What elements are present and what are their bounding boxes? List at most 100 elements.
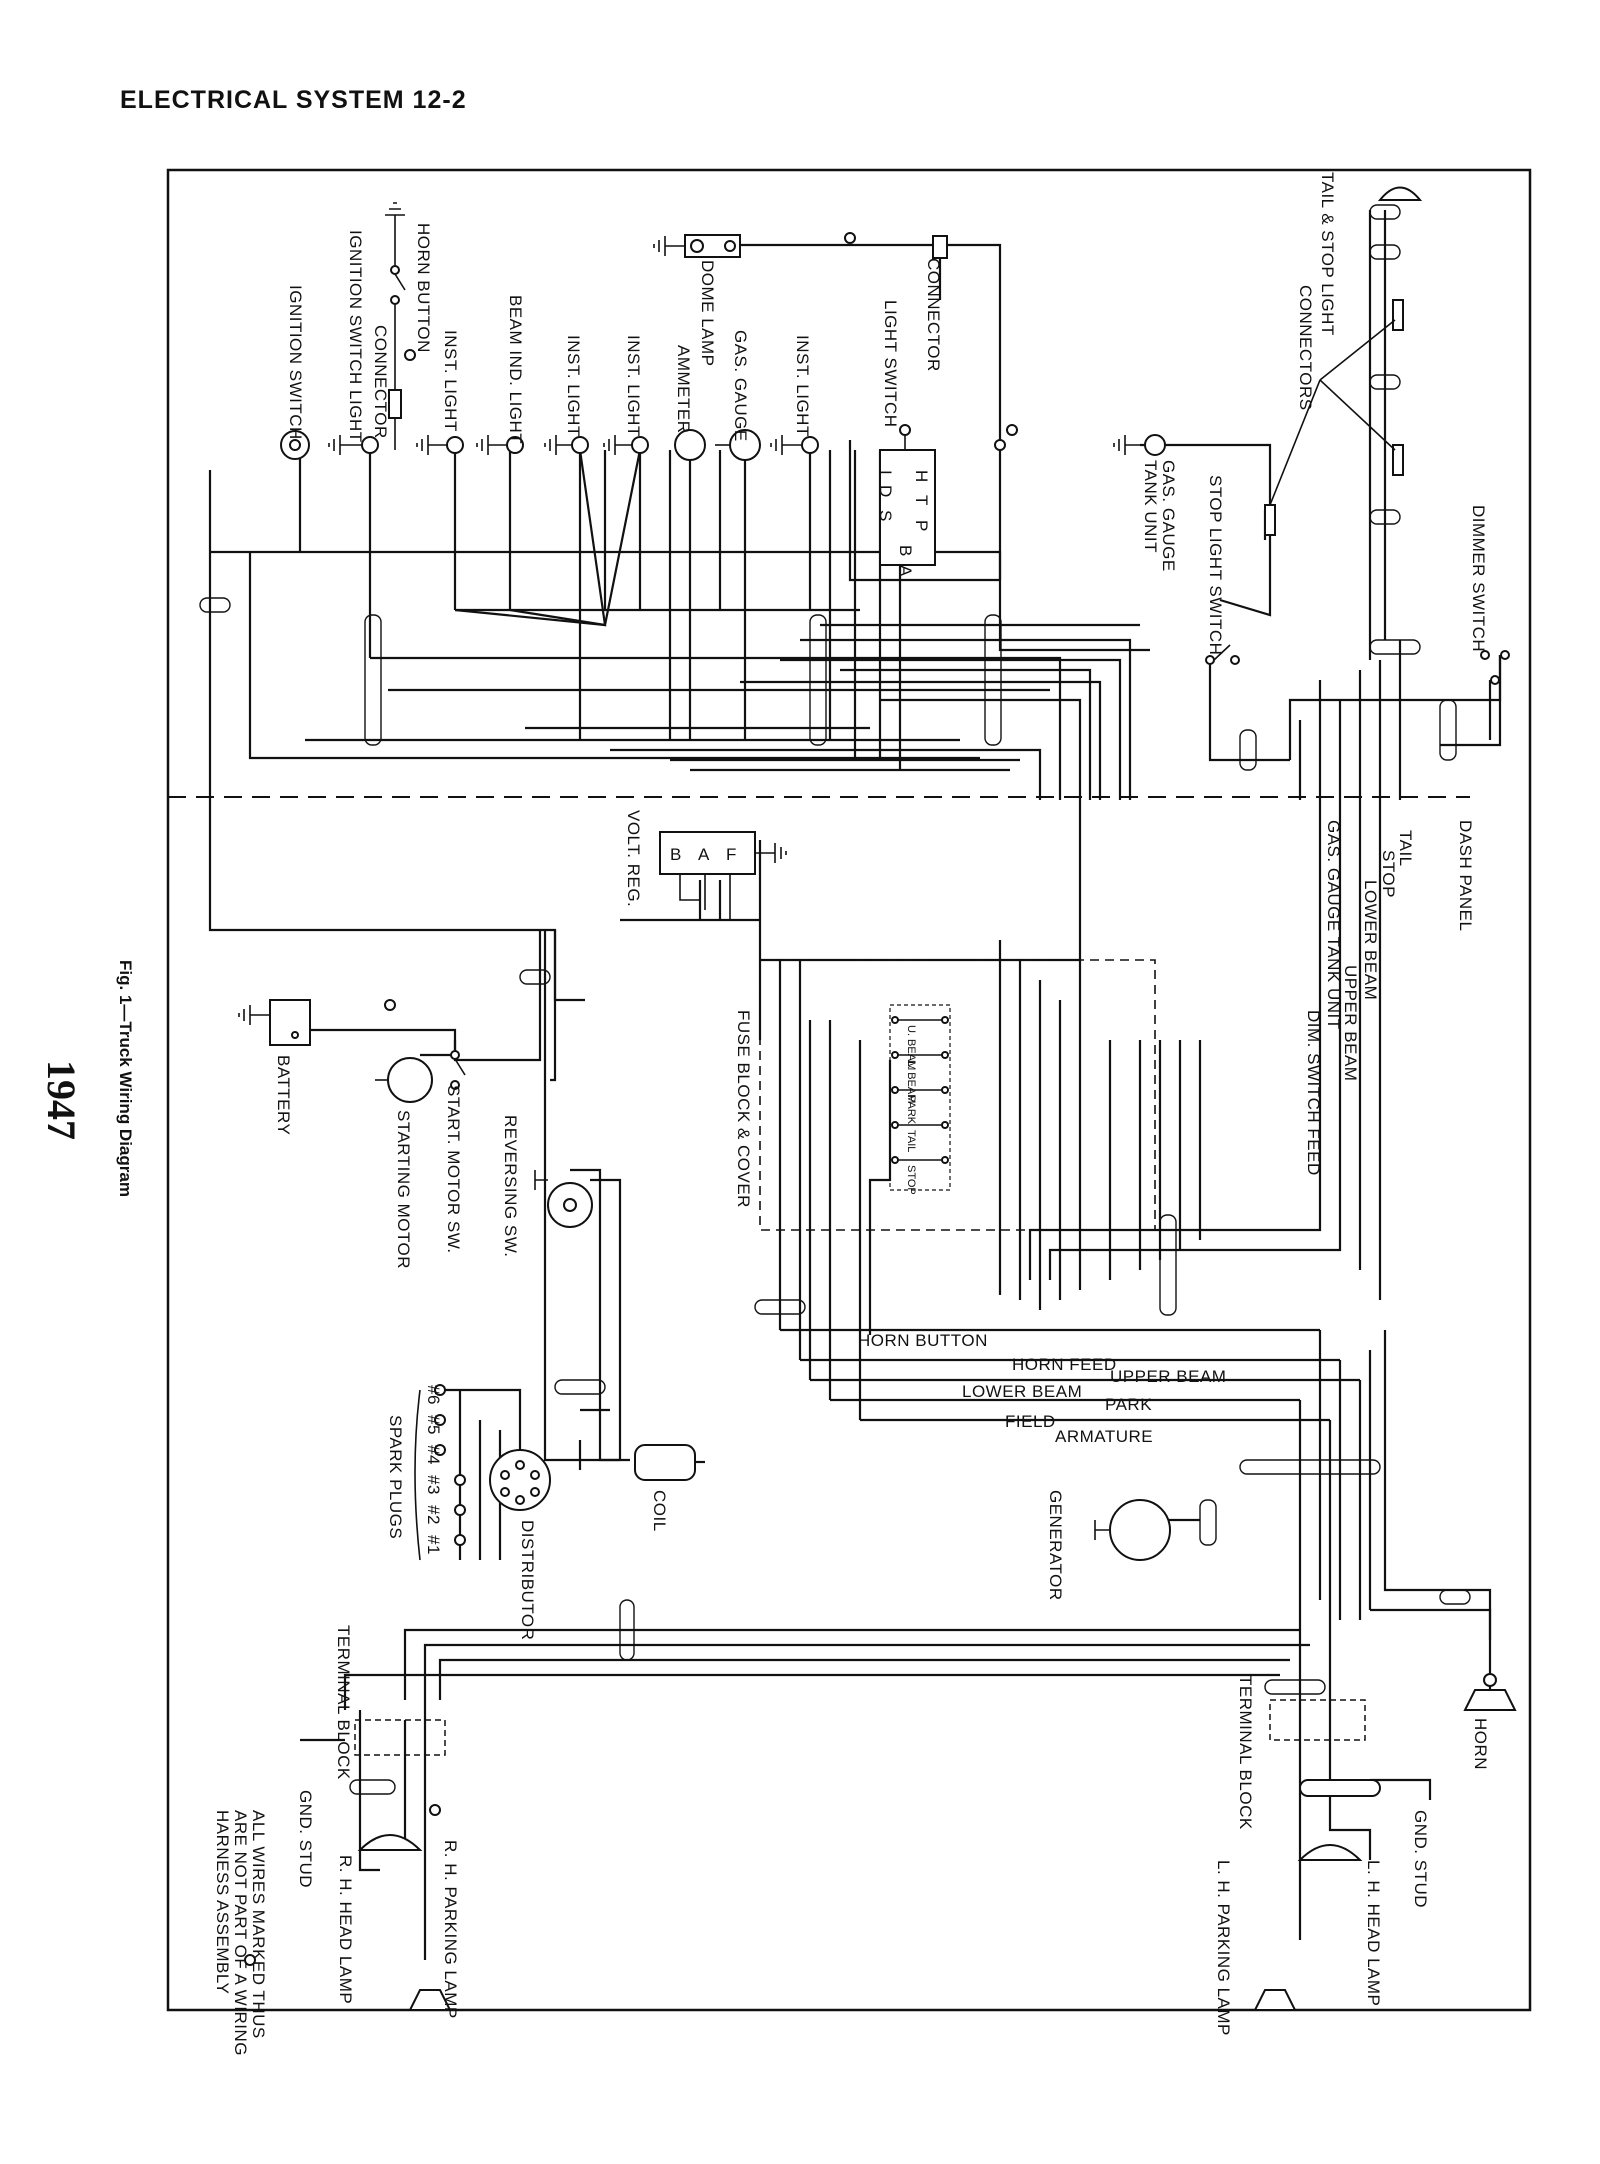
harness-wraps <box>199 204 1471 1795</box>
spark-plug-numbers: #6 #5 #4 #3 #2 #1 <box>424 1385 443 1555</box>
label-coil: COIL <box>650 1490 669 1532</box>
label-gas-gauge: GAS. GAUGE <box>731 330 750 442</box>
marked-wire-symbols <box>244 232 1018 1966</box>
label-connector-top: CONNECTOR <box>371 325 390 439</box>
spark-plug-2: #2 <box>424 1505 443 1525</box>
label-field: FIELD <box>1005 1412 1056 1431</box>
fuse-label-l-beam: L. BEAM <box>905 1060 917 1103</box>
label-terminal-block-right: TERMINAL BLOCK <box>1236 1675 1255 1830</box>
label-gas-gauge-tank-2: TANK UNIT <box>1141 460 1160 553</box>
spark-plug-3: #3 <box>424 1475 443 1495</box>
label-gnd-stud-right: GND. STUD <box>1411 1810 1430 1908</box>
label-ammeter: AMMETER <box>674 345 693 434</box>
label-battery: BATTERY <box>274 1055 293 1135</box>
distributor-symbol <box>489 1449 551 1511</box>
label-terminal-block-left: TERMINAL BLOCK <box>334 1625 353 1780</box>
label-fuse-block: FUSE BLOCK & COVER <box>734 1010 753 1208</box>
spark-plugs-symbol <box>414 1384 466 1561</box>
label-spark-plugs: SPARK PLUGS <box>386 1415 405 1539</box>
volt-reg-terminals: B A F <box>670 845 737 864</box>
label-stop: STOP <box>1379 850 1398 898</box>
label-ignition-switch: IGNITION SWITCH <box>286 285 305 440</box>
fuse-block-cover <box>759 959 1156 1231</box>
fuse-label-park: PARK <box>905 1095 917 1125</box>
label-gnd-stud-left: GND. STUD <box>296 1790 315 1888</box>
label-gas-gauge-tank-1: GAS. GAUGE <box>1159 460 1178 572</box>
label-rh-parking-lamp: R. H. PARKING LAMP <box>441 1840 460 2019</box>
fuse-label-u-beam: U. BEAM <box>905 1025 917 1070</box>
horn-button-symbol <box>385 202 406 450</box>
instrument-symbols <box>280 429 1166 461</box>
volt-reg-symbol <box>659 831 787 920</box>
fuse-label-tail: TAIL <box>905 1130 917 1152</box>
light-switch-symbol <box>879 424 936 566</box>
fuse-block-symbol <box>889 1004 951 1191</box>
label-lh-head-lamp: L. H. HEAD LAMP <box>1364 1860 1383 2006</box>
generator-symbol <box>1094 1499 1171 1561</box>
label-volt-reg: VOLT. REG. <box>624 810 643 907</box>
lh-head-lamp-symbol <box>1253 1779 1381 2011</box>
label-note-3: HARNESS ASSEMBLY <box>213 1810 232 1994</box>
label-dash-panel: DASH PANEL <box>1456 820 1475 931</box>
label-distributor: DISTRIBUTOR <box>518 1520 537 1640</box>
spark-plug-4: #4 <box>424 1445 443 1465</box>
rotated-labels: TAIL & STOP LIGHT CONNECTORS HORN BUTTON… <box>213 172 1490 2056</box>
ls-terminal-t: T <box>912 495 931 506</box>
ls-terminal-i: I <box>876 470 895 475</box>
label-dome-lamp: DOME LAMP <box>698 260 717 367</box>
label-horn: HORN <box>1471 1718 1490 1770</box>
ls-terminal-p: P <box>912 520 931 532</box>
ls-terminal-b: B <box>896 545 915 557</box>
label-tail-stop-light: TAIL & STOP LIGHT <box>1318 172 1337 336</box>
label-horn-button: HORN BUTTON <box>414 223 433 353</box>
dome-lamp-symbol <box>653 234 741 258</box>
volt-reg-terminal-a: A <box>698 845 710 864</box>
label-inst-light-3: INST. LIGHT <box>624 335 643 437</box>
label-dim-switch-feed: DIM. SWITCH FEED <box>1304 1010 1323 1176</box>
wire-labels: HORN BUTTON HORN FEED UPPER BEAM LOWER B… <box>858 1331 1226 1446</box>
label-connectors: CONNECTORS <box>1296 285 1315 411</box>
fuse-labels: U. BEAM L. BEAM PARK TAIL STOP <box>905 1025 917 1195</box>
label-lower-beam: LOWER BEAM <box>1361 880 1380 1000</box>
label-beam-ind-light: BEAM IND. LIGHT <box>506 295 525 444</box>
ls-terminal-h: H <box>912 470 931 483</box>
battery-symbol <box>238 999 311 1046</box>
terminal-block-right <box>1269 1699 1366 1741</box>
diagram-frame <box>166 168 1532 2012</box>
light-switch-terminals: H T P D S B A I <box>876 470 931 577</box>
label-lh-parking-lamp: L. H. PARKING LAMP <box>1214 1860 1233 2036</box>
tail-stop-light-symbol <box>1264 186 1423 536</box>
connector-symbol <box>932 235 948 259</box>
label-connector: CONNECTOR <box>924 258 943 372</box>
volt-reg-terminal-f: F <box>726 845 737 864</box>
label-tail: TAIL <box>1396 830 1415 867</box>
label-light-switch: LIGHT SWITCH <box>881 300 900 428</box>
page-header: ELECTRICAL SYSTEM 12-2 <box>120 86 467 114</box>
horn-symbol <box>1463 1673 1517 1711</box>
label-armature: ARMATURE <box>1055 1427 1153 1446</box>
label-horn-button-wire: HORN BUTTON <box>858 1331 988 1350</box>
label-horn-feed: HORN FEED <box>1012 1355 1117 1374</box>
label-inst-light-4: INST. LIGHT <box>793 335 812 437</box>
label-ignition-switch-light: IGNITION SWITCH LIGHT <box>346 230 365 443</box>
label-dimmer-switch: DIMMER SWITCH <box>1469 505 1488 652</box>
label-upper-beam-wire: UPPER BEAM <box>1110 1367 1226 1386</box>
cab-harness-wires <box>208 210 1502 1082</box>
label-park: PARK <box>1105 1395 1152 1414</box>
label-reversing-sw: REVERSING SW. <box>501 1115 520 1258</box>
coil-symbol <box>634 1444 705 1481</box>
ls-terminal-s: S <box>876 510 895 522</box>
reversing-switch-symbol <box>534 1170 593 1228</box>
ls-terminal-d: D <box>876 485 895 498</box>
figure-caption: Fig. 1—Truck Wiring Diagram <box>116 960 135 1197</box>
label-note-2: ARE NOT PART OF A WIRING <box>231 1810 250 2056</box>
label-starting-motor: STARTING MOTOR <box>394 1110 413 1269</box>
spark-plug-1: #1 <box>424 1535 443 1555</box>
label-lower-beam-wire: LOWER BEAM <box>962 1382 1082 1401</box>
label-upper-beam: UPPER BEAM <box>1341 965 1360 1081</box>
ls-terminal-a: A <box>896 565 915 577</box>
starting-motor-symbol <box>375 1050 466 1103</box>
fuse-label-stop: STOP <box>905 1165 917 1195</box>
label-note-1: ALL WIRES MARKED THUS <box>249 1810 268 2039</box>
